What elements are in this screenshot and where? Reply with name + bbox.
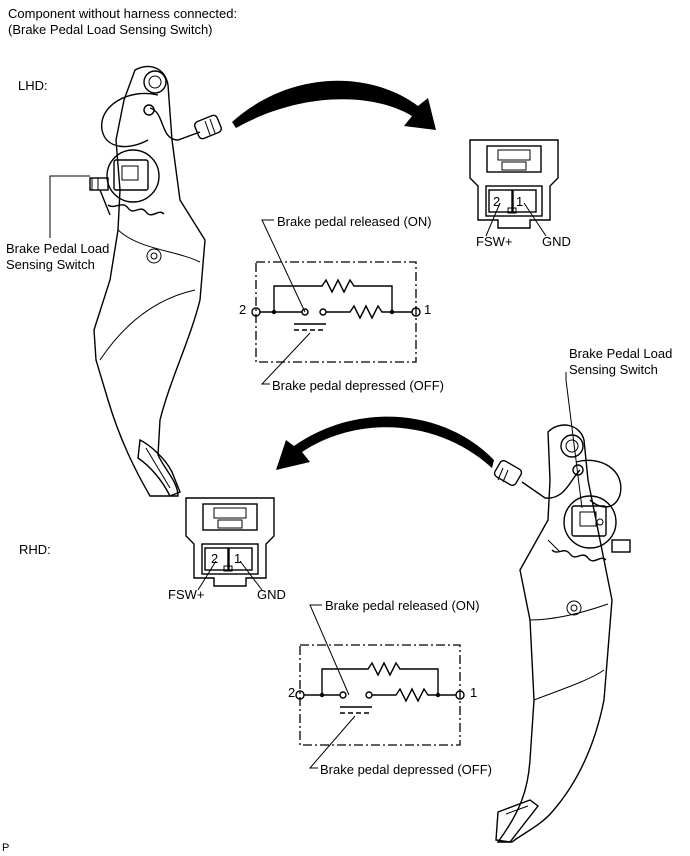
rhd-terminal-2: 2: [288, 685, 296, 700]
rhd-fsw-label: FSW+: [168, 587, 205, 602]
lhd-gnd-label: GND: [542, 234, 571, 249]
lhd-switch-label-2: Sensing Switch: [6, 257, 95, 272]
lhd-terminal-1: 1: [424, 302, 432, 317]
lhd-depressed-label: Brake pedal depressed (OFF): [272, 378, 444, 393]
lhd-label: LHD:: [18, 78, 48, 93]
lhd-direction-arrow: [232, 80, 436, 130]
rhd-gnd-label: GND: [257, 587, 286, 602]
lhd-terminal-2: 2: [239, 302, 247, 317]
lhd-circuit: [251, 219, 421, 385]
rhd-switch-label-1: Brake Pedal Load: [569, 346, 673, 361]
rhd-connector-face: [185, 497, 275, 591]
lhd-fsw-label: FSW+: [476, 234, 513, 249]
lhd-connector-pin-2: 2: [493, 194, 501, 209]
lhd-switch-label-1: Brake Pedal Load: [6, 241, 110, 256]
rhd-depressed-label: Brake pedal depressed (OFF): [320, 762, 492, 777]
rhd-label: RHD:: [19, 542, 51, 557]
header-line-2: (Brake Pedal Load Sensing Switch): [8, 22, 213, 37]
lhd-released-label: Brake pedal released (ON): [277, 214, 432, 229]
rhd-connector-pin-2: 2: [211, 551, 219, 566]
rhd-direction-arrow: [276, 416, 494, 470]
rhd-pedal-illustration: [493, 372, 631, 843]
lhd-pedal-illustration: [49, 65, 222, 497]
lhd-connector-face: [469, 139, 559, 237]
rhd-switch-label-2: Sensing Switch: [569, 362, 658, 377]
lhd-connector-pin-1: 1: [516, 194, 524, 209]
header-line-1: Component without harness connected:: [8, 6, 238, 21]
rhd-connector-pin-1: 1: [234, 551, 242, 566]
rhd-terminal-1: 1: [470, 685, 478, 700]
footer-code: P: [2, 842, 10, 854]
rhd-released-label: Brake pedal released (ON): [325, 598, 480, 613]
rhd-circuit: [295, 604, 465, 769]
